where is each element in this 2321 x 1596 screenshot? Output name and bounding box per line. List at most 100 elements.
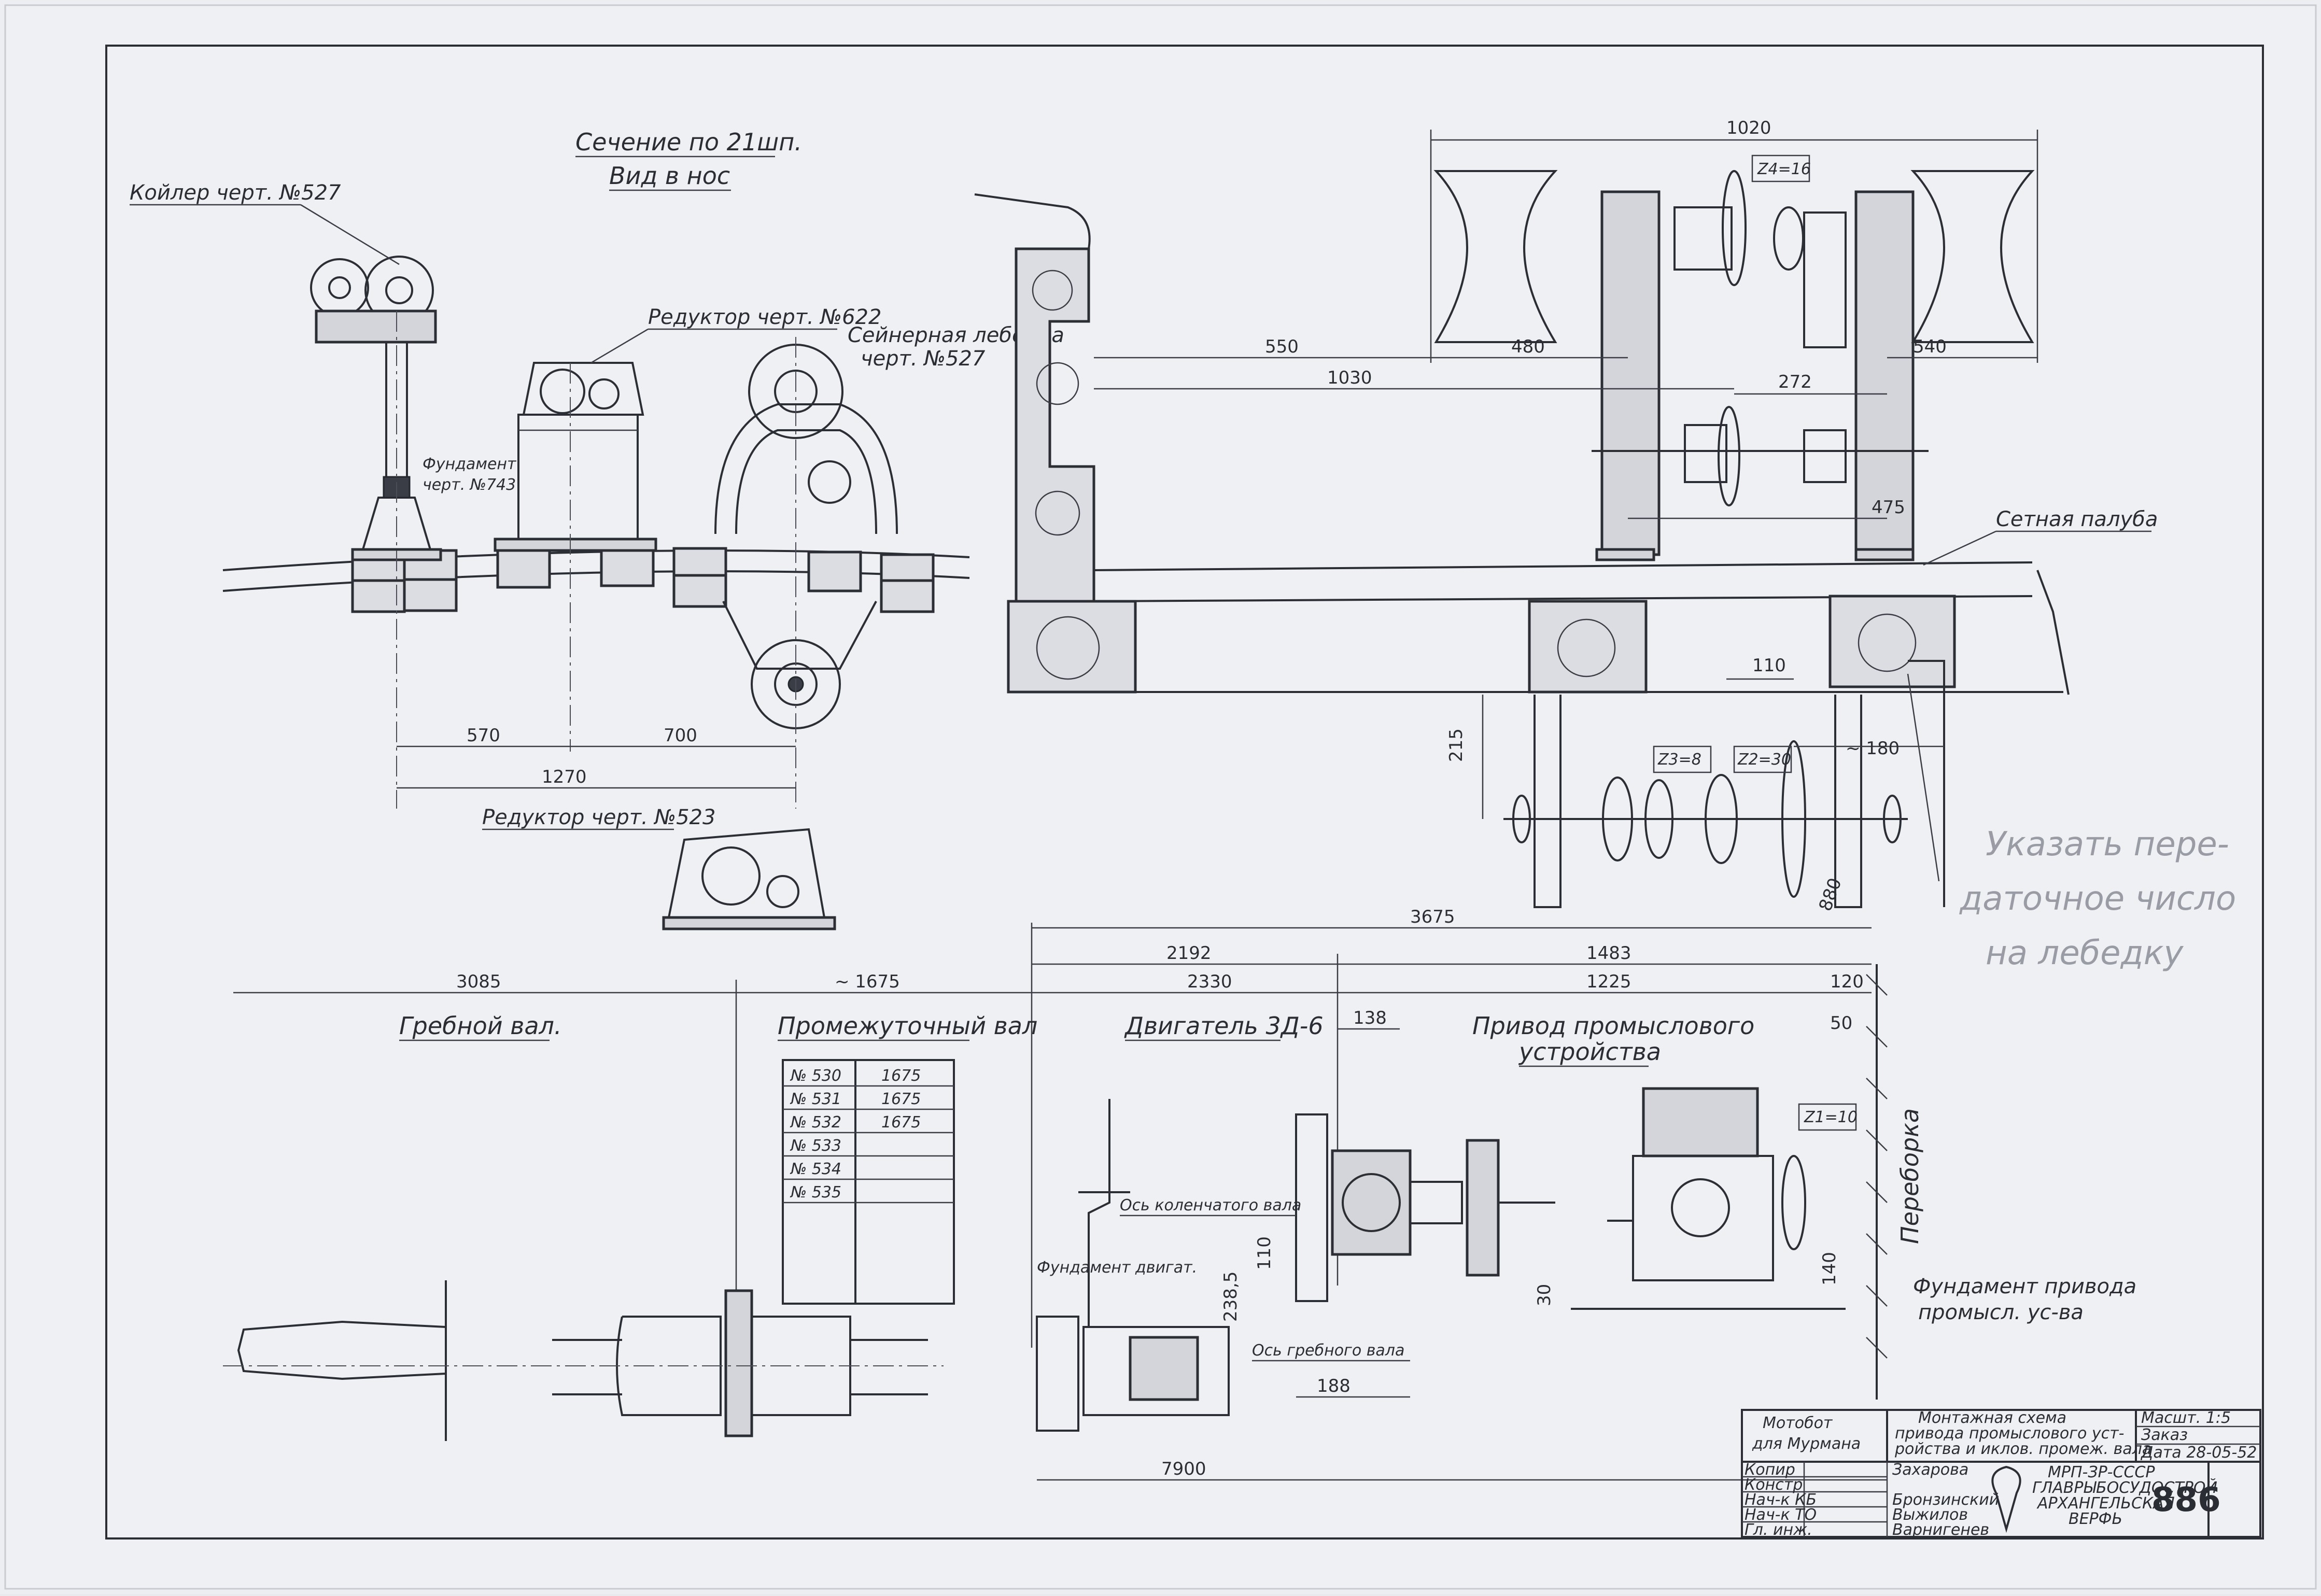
intermediate-shaft-heading: Промежуточный вал: [778, 1012, 1037, 1040]
drawing-name-3: ройства и иклов. промеж. вала: [1894, 1440, 2151, 1458]
bulkhead: [1866, 964, 1888, 1400]
drawing-frame: [105, 45, 2264, 1539]
dim-272: 272: [1778, 372, 1812, 392]
dim-2330: 2330: [1187, 971, 1232, 992]
dim-1225: 1225: [1586, 971, 1631, 992]
propeller-shaft: [223, 1280, 944, 1441]
dim-540: 540: [1913, 336, 1947, 357]
dim-570: 570: [467, 725, 500, 746]
reducer-622: [494, 362, 657, 552]
foundation-label-2: черт. №743: [423, 476, 516, 494]
table-row: № 533: [790, 1137, 841, 1155]
dim-3085: 3085: [456, 971, 501, 992]
coiler-label: Койлер черт. №527: [130, 181, 341, 205]
org-1: МРП-ЗР-СССР: [2048, 1463, 2155, 1481]
date: Дата 28-05-52: [2140, 1444, 2257, 1462]
order: Заказ: [2141, 1426, 2188, 1444]
engine-heading: Двигатель 3Д-6: [1124, 1012, 1324, 1040]
title-block: Мотобот для Мурмана Монтажная схема прив…: [1741, 1409, 2261, 1539]
name-chief-eng: Варнигенев: [1892, 1521, 1989, 1539]
org-4: ВЕРФЬ: [2069, 1510, 2122, 1528]
table-row: № 530: [790, 1067, 841, 1085]
sheet-number: 886: [2151, 1481, 2221, 1519]
drive-heading-1: Привод промыслового: [1472, 1012, 1754, 1040]
drive-foundation-label-1: Фундамент привода: [1913, 1275, 2136, 1298]
bulkhead-label: Переборка: [1896, 1108, 1924, 1244]
name-copy: Захарова: [1892, 1461, 1968, 1479]
reducer-523-label: Редуктор черт. №523: [482, 806, 715, 829]
vessel-name-2: для Мурмана: [1752, 1435, 1861, 1453]
dim-110: 110: [1752, 655, 1786, 676]
crankshaft-axis-label: Ось коленчатого вала: [1120, 1196, 1301, 1214]
dim-475: 475: [1872, 497, 1905, 518]
role-designer: Констр: [1745, 1476, 1803, 1494]
dim-120: 120: [1830, 971, 1864, 992]
deck-planks: [351, 545, 935, 613]
org-2: ГЛАВРЫБОСУДОСТРОЙ: [2032, 1478, 2217, 1497]
dim-480: 480: [1511, 336, 1545, 357]
winch-drums: [1433, 170, 2035, 561]
role-chief-to: Нач-к ТО: [1745, 1506, 1817, 1524]
section-title: Сечение по 21шп.: [575, 128, 802, 156]
dim-550: 550: [1265, 336, 1299, 357]
dim-1020: 1020: [1726, 118, 1771, 138]
dim-2385: 238,5: [1220, 1272, 1241, 1322]
engine: [1036, 1099, 1555, 1432]
reducer-523: [662, 828, 836, 930]
foundation-label-1: Фундамент: [423, 455, 517, 473]
drive-heading-2: устройства: [1518, 1038, 1661, 1066]
dim-30: 30: [1534, 1284, 1555, 1306]
pencil-note-1: Указать пере-: [1986, 825, 2229, 864]
dim-188: 188: [1317, 1376, 1351, 1396]
dim-1270: 1270: [542, 767, 587, 787]
dim-50: 50: [1830, 1013, 1852, 1034]
role-chief-eng: Гл. инж.: [1745, 1521, 1812, 1539]
shipyard-logo: [1991, 1465, 2021, 1533]
dim-1483: 1483: [1586, 943, 1631, 964]
name-chief-kb: Бронзинский: [1892, 1491, 1999, 1509]
table-row: № 535: [790, 1183, 841, 1202]
dim-140: 140: [1819, 1252, 1840, 1286]
table-row: № 534: [790, 1160, 841, 1178]
dim-1675: ~ 1675: [835, 971, 900, 992]
dim-110b: 110: [1254, 1236, 1275, 1270]
pencil-note-3: на лебедку: [1986, 934, 2184, 972]
top-view: Сетная палуба Z4=16 1020 550: [974, 118, 2236, 972]
dim-3675: 3675: [1410, 907, 1455, 927]
deck-label: Сетная палуба: [1996, 507, 2158, 531]
engine-foundation-label: Фундамент двигат.: [1037, 1259, 1197, 1277]
dim-138: 138: [1353, 1008, 1387, 1028]
dim-215: 215: [1446, 728, 1467, 762]
dim-7900: 7900: [1161, 1459, 1206, 1479]
drawing-name-2: привода промыслового уст-: [1895, 1424, 2124, 1443]
dim-700: 700: [664, 725, 697, 746]
org-3: АРХАНГЕЛЬСКАЯ: [2036, 1494, 2175, 1513]
role-chief-kb: Нач-к КБ: [1745, 1491, 1817, 1509]
section-subtitle: Вид в нос: [609, 162, 730, 190]
table-row: 1675: [881, 1067, 921, 1085]
lower-shaft: [1503, 660, 1945, 908]
dim-1030: 1030: [1327, 368, 1372, 388]
table-row: 1675: [881, 1113, 921, 1132]
vessel-name-1: Мотобот: [1763, 1414, 1833, 1432]
winch-label-2: черт. №527: [861, 347, 986, 371]
dim-2192: 2192: [1166, 943, 1212, 964]
shaft-line-view: 3675 2192 1483 3085 ~ 1675 2330 1225 120…: [223, 907, 2136, 1481]
table-row: № 531: [790, 1090, 841, 1108]
propeller-shaft-heading: Гребной вал.: [399, 1012, 562, 1040]
propshaft-axis-label: Ось гребного вала: [1252, 1341, 1404, 1360]
scale: Масшт. 1:5: [2141, 1409, 2231, 1427]
pencil-note-2: даточное число: [1959, 880, 2236, 918]
z1-label: Z1=10: [1804, 1108, 1858, 1126]
name-chief-to: Выжилов: [1892, 1506, 1968, 1524]
z3-label: Z3=8: [1657, 751, 1701, 769]
z4-label: Z4=16: [1757, 160, 1811, 178]
drive-unit: [1571, 1087, 1846, 1310]
shaft-table: № 530 1675 № 531 1675 № 532 1675 № 533 №…: [782, 1059, 955, 1305]
drive-foundation-label-2: промысл. ус-ва: [1918, 1301, 2084, 1324]
table-row: № 532: [790, 1113, 841, 1132]
drawing-name-1: Монтажная схема: [1918, 1409, 2066, 1427]
role-copy: Копир: [1745, 1461, 1795, 1479]
